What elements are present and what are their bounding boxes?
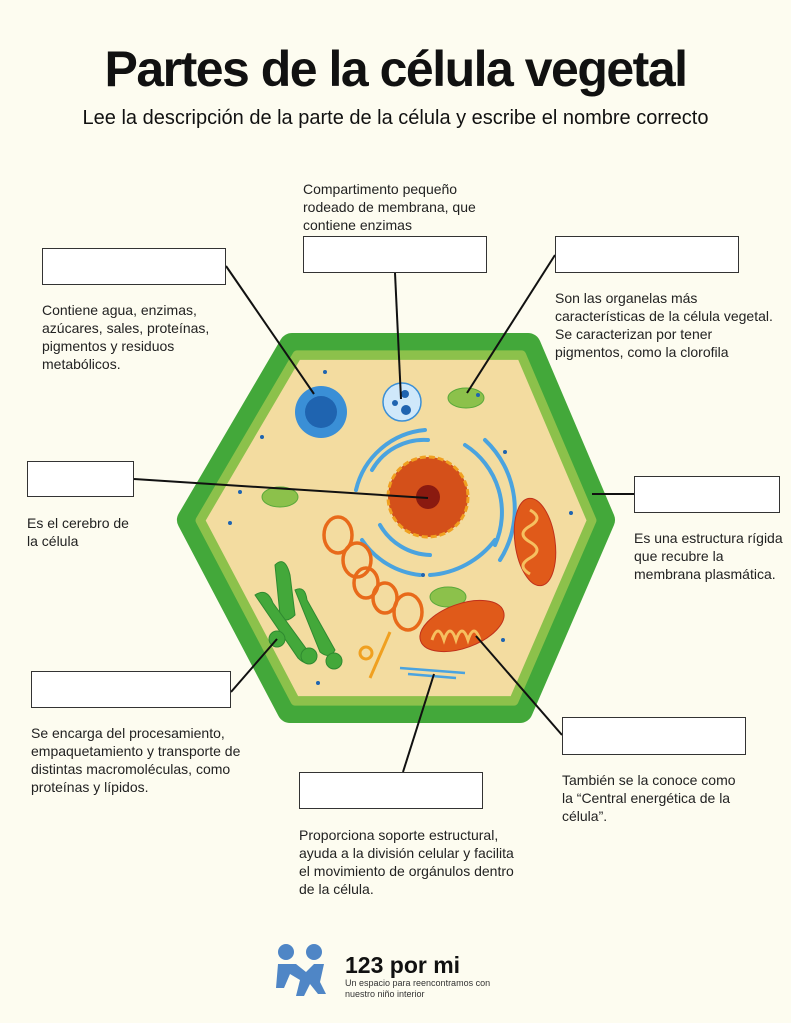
lysosome-description: Compartimento pequeño rodeado de membran… bbox=[303, 181, 476, 233]
mitochondria-description: También se la conoce como la “Central en… bbox=[562, 772, 736, 824]
chloroplast-organelle bbox=[261, 387, 485, 608]
nucleus-answer-input[interactable] bbox=[27, 461, 134, 497]
vacuole-answer-input[interactable] bbox=[42, 248, 226, 285]
cytoskeleton-description: Proporciona soporte estructural, ayuda a… bbox=[299, 827, 514, 897]
smooth-er bbox=[322, 515, 424, 632]
cytoskeleton-answer-input[interactable] bbox=[299, 772, 483, 809]
nucleus-description: Es el cerebro de la célula bbox=[27, 515, 129, 549]
golgi-answer-input[interactable] bbox=[31, 671, 231, 708]
ribosomes bbox=[228, 370, 573, 685]
lysosome-organelle bbox=[382, 382, 422, 422]
leader-lines bbox=[133, 254, 634, 773]
cell-wall-description: Es una estructura rígida que recubre la … bbox=[634, 530, 783, 582]
golgi-description: Se encarga del procesamiento, empaquetam… bbox=[31, 725, 241, 795]
brand-name: 123 por mi bbox=[345, 952, 461, 978]
golgi-apparatus bbox=[254, 561, 343, 670]
page-title: Partes de la célula vegetal bbox=[104, 41, 688, 97]
mitochondria-organelle bbox=[419, 497, 557, 653]
vacuole-description: Contiene agua, enzimas, azúcares, sales,… bbox=[42, 302, 210, 372]
brand-tagline: Un espacio para reencontramos con nuestr… bbox=[345, 978, 491, 999]
chloroplast-answer-input[interactable] bbox=[555, 236, 739, 273]
page-subtitle: Lee la descripción de la parte de la cél… bbox=[82, 107, 709, 129]
children-logo-icon bbox=[276, 944, 326, 996]
cytoskeleton-fibers bbox=[399, 666, 466, 680]
cell-wall-answer-input[interactable] bbox=[634, 476, 780, 513]
chloroplast-description: Son las organelas más características de… bbox=[555, 290, 773, 360]
centrosome bbox=[358, 631, 392, 679]
lysosome-answer-input[interactable] bbox=[303, 236, 487, 273]
mitochondria-answer-input[interactable] bbox=[562, 717, 746, 755]
vacuole-organelle bbox=[295, 386, 347, 438]
